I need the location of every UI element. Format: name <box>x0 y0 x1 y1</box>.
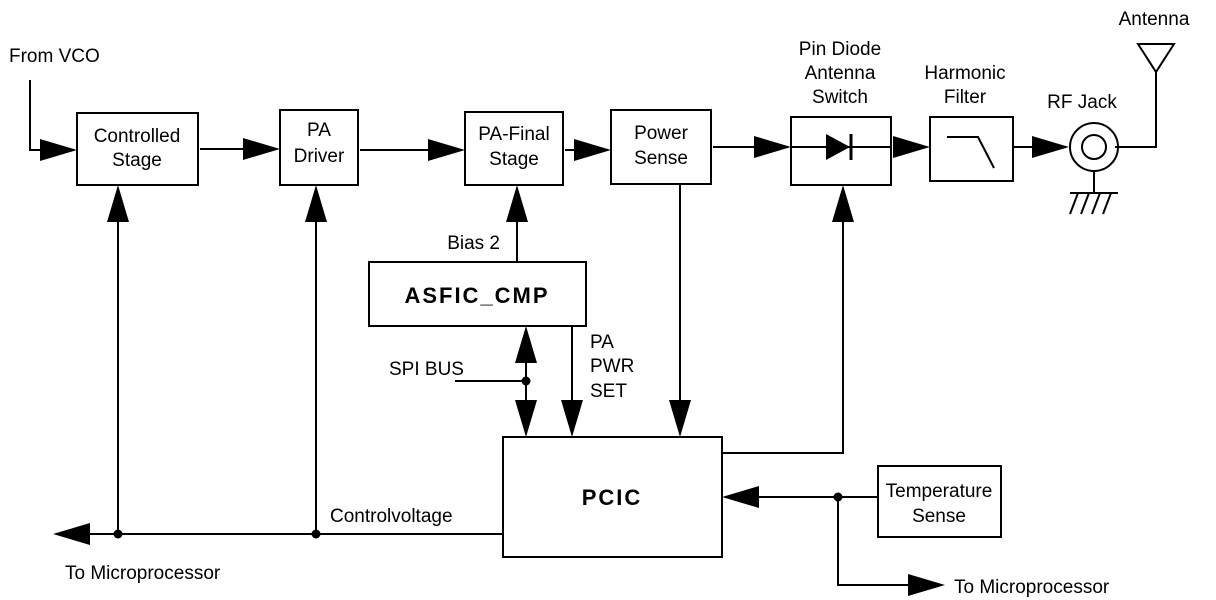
asfic-cmp-label: ASFIC_CMP <box>404 283 549 308</box>
to-microprocessor-left-label: To Microprocessor <box>65 563 221 584</box>
pin-diode-label-1: Pin Diode <box>799 39 881 60</box>
pa-pwr-set-label-2: PWR <box>590 356 634 377</box>
controlled-stage-label-1: Controlled <box>94 126 181 147</box>
from-vco-label: From VCO <box>9 46 100 67</box>
pin-diode-switch-block: Pin Diode Antenna Switch <box>790 39 892 186</box>
rf-jack-icon <box>1069 122 1119 172</box>
rf-jack-label: RF Jack <box>1047 92 1117 113</box>
pa-pwr-set-label-1: PA <box>590 332 614 353</box>
arrowheads <box>40 136 1069 596</box>
pa-driver-block: PA Driver <box>279 109 359 186</box>
antenna-label: Antenna <box>1119 9 1190 30</box>
pa-driver-label-1: PA <box>307 120 331 141</box>
harmonic-filter-label-2: Filter <box>944 87 987 108</box>
antenna: Antenna <box>1119 9 1190 74</box>
pa-final-label-1: PA-Final <box>478 124 549 145</box>
pin-diode-label-2: Antenna <box>805 63 876 84</box>
harmonic-filter-label-1: Harmonic <box>924 63 1005 84</box>
power-sense-block: Power Sense <box>610 109 712 185</box>
asfic-cmp-block: Bias 2 ASFIC_CMP <box>368 233 587 327</box>
temperature-sense-block: Temperature Sense <box>877 465 1002 538</box>
pcic-block: PCIC <box>502 436 723 558</box>
diode-icon <box>826 134 850 160</box>
pin-diode-label-3: Switch <box>812 87 868 108</box>
antenna-icon <box>1136 43 1176 74</box>
pcic-label: PCIC <box>582 485 643 510</box>
to-microprocessor-right-label: To Microprocessor <box>954 577 1110 598</box>
controlled-stage-label-2: Stage <box>112 150 162 171</box>
power-sense-label-1: Power <box>634 123 689 144</box>
power-sense-label-2: Sense <box>634 148 688 169</box>
pa-final-label-2: Stage <box>489 149 539 170</box>
controlvoltage-label: Controlvoltage <box>330 506 453 527</box>
low-pass-filter-icon <box>947 136 995 169</box>
temperature-sense-label-1: Temperature <box>886 481 993 502</box>
pa-pwr-set-label: PA PWR SET <box>590 332 634 402</box>
pa-driver-label-2: Driver <box>294 146 345 167</box>
bias-2-label: Bias 2 <box>447 233 500 254</box>
junction-dots <box>113 376 843 539</box>
spi-bus-label: SPI BUS <box>389 359 464 380</box>
rf-jack: RF Jack <box>1047 92 1119 172</box>
pa-pwr-set-label-3: SET <box>590 381 627 402</box>
controlled-stage-block: Controlled Stage <box>76 112 199 186</box>
pa-final-stage-block: PA-Final Stage <box>464 111 564 186</box>
harmonic-filter-block: Harmonic Filter <box>924 63 1014 182</box>
temperature-sense-label-2: Sense <box>912 506 966 527</box>
